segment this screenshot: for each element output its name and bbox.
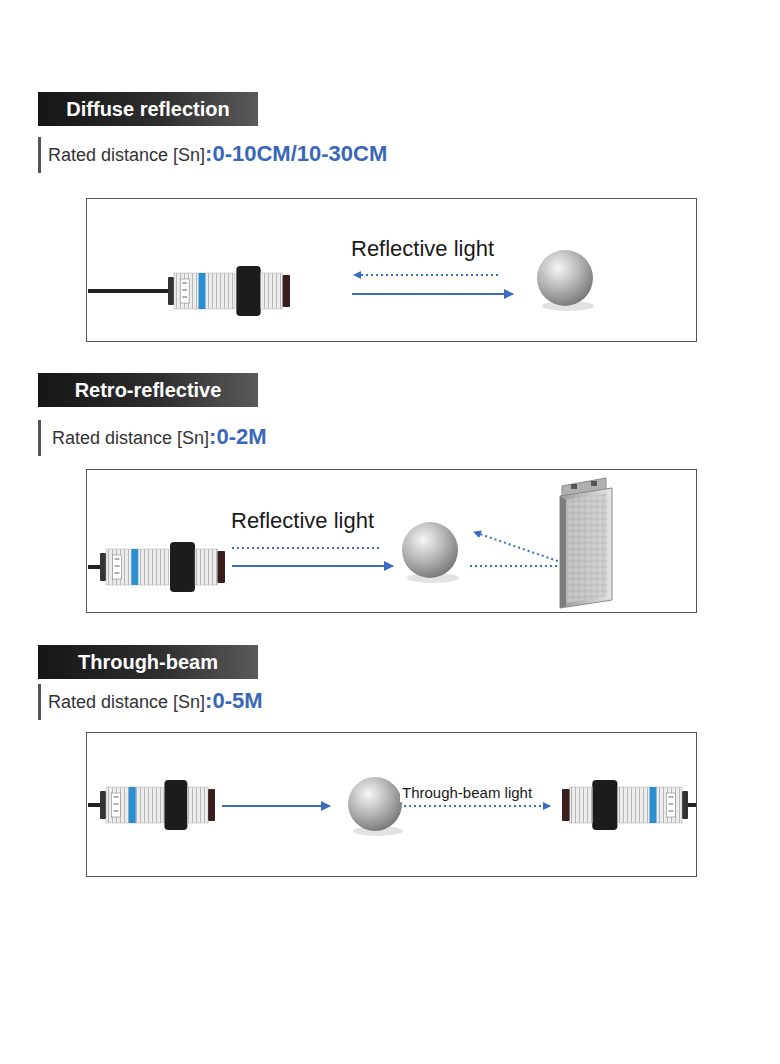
dotted-line <box>232 547 380 549</box>
blue-strip <box>129 787 136 823</box>
sensor-part <box>168 277 174 305</box>
figure-panel: Reflective light <box>86 198 697 342</box>
sensor-cable <box>88 803 100 807</box>
sensor-part <box>114 804 119 805</box>
dotted-arrow <box>354 274 498 276</box>
target-ball <box>348 777 402 831</box>
sensor-part <box>106 787 164 823</box>
rated-label: Rated distance [Sn] <box>52 428 209 449</box>
sensor-part <box>180 279 189 303</box>
sensor-part <box>115 566 120 567</box>
sensor-part <box>619 787 682 823</box>
sensor-part <box>668 811 673 812</box>
sensor-part <box>106 549 169 585</box>
rated-row: Rated distance [Sn]:0-5M <box>48 688 263 714</box>
sensor-lens <box>562 789 570 821</box>
sensor-part <box>668 797 673 798</box>
sensor-part <box>682 791 688 819</box>
sensor-part <box>182 297 187 298</box>
sensor-part <box>112 793 121 817</box>
sensor-part <box>666 793 675 817</box>
sensor-part <box>187 787 208 823</box>
sensor-part <box>261 273 283 309</box>
marker-bar <box>38 137 41 173</box>
beam-label: Reflective light <box>229 508 376 534</box>
beam-label: Reflective light <box>349 236 496 262</box>
sensor-part <box>115 559 120 560</box>
beam-arrow <box>232 565 393 567</box>
retro-figure <box>232 478 612 608</box>
beam-label: Through-beam light <box>400 784 534 802</box>
target-ball <box>402 522 458 578</box>
sensor-part <box>668 804 673 805</box>
section-header: Through-beam <box>38 645 258 679</box>
beam-arrow <box>352 293 513 295</box>
dotted-arrow <box>404 805 550 807</box>
rated-value: :0-5M <box>205 688 262 714</box>
marker-bar <box>38 684 41 720</box>
sensor-cable <box>688 803 697 807</box>
figure-panel: Reflective light <box>86 469 697 613</box>
blue-strip <box>650 787 657 823</box>
sensor-part <box>114 797 119 798</box>
target-ball <box>537 250 593 306</box>
sensor-part <box>115 573 120 574</box>
sensor-lens <box>208 789 215 821</box>
sensor-cable <box>88 565 100 569</box>
reflector <box>560 478 612 608</box>
rated-value: :0-10CM/10-30CM <box>205 141 387 167</box>
figure-panel: Through-beam light <box>86 732 697 877</box>
rated-label: Rated distance [Sn] <box>48 145 205 166</box>
sensor-nut <box>236 266 260 316</box>
rated-value: :0-2M <box>209 424 266 450</box>
rated-label: Rated distance [Sn] <box>48 692 205 713</box>
photo-sensor <box>562 780 697 830</box>
header-text: Diffuse reflection <box>66 98 229 121</box>
blue-strip <box>199 273 206 309</box>
photo-sensor <box>88 542 225 592</box>
sensor-part <box>114 811 119 812</box>
sensor-nut <box>170 542 195 592</box>
header-text: Retro-reflective <box>75 379 222 402</box>
sensor-lens <box>283 275 290 307</box>
sensor-part <box>182 283 187 284</box>
sensor-part <box>100 791 106 819</box>
sensor-cable <box>88 289 168 293</box>
sensor-part <box>100 553 106 581</box>
sensor-part <box>570 787 593 823</box>
sensor-lens <box>218 551 226 583</box>
beam-arrow <box>222 805 330 807</box>
dotted-arrow <box>474 532 572 566</box>
sensor-nut <box>592 780 617 830</box>
blue-strip <box>131 549 138 585</box>
sensor-part <box>174 273 235 309</box>
sensor-part <box>182 290 187 291</box>
header-text: Through-beam <box>78 651 218 674</box>
dotted-arrow <box>470 565 572 567</box>
sensor-part <box>195 549 218 585</box>
section-header: Retro-reflective <box>38 373 258 407</box>
photo-sensor <box>88 266 290 316</box>
sensors <box>88 266 697 830</box>
photo-sensor <box>88 780 215 830</box>
marker-bar <box>38 420 41 456</box>
section-header: Diffuse reflection <box>38 92 258 126</box>
sensor-part <box>113 555 122 579</box>
rated-row: Rated distance [Sn]:0-2M <box>52 424 267 450</box>
rated-row: Rated distance [Sn]:0-10CM/10-30CM <box>48 141 387 167</box>
sensor-nut <box>164 780 187 830</box>
through-figure <box>222 777 550 836</box>
